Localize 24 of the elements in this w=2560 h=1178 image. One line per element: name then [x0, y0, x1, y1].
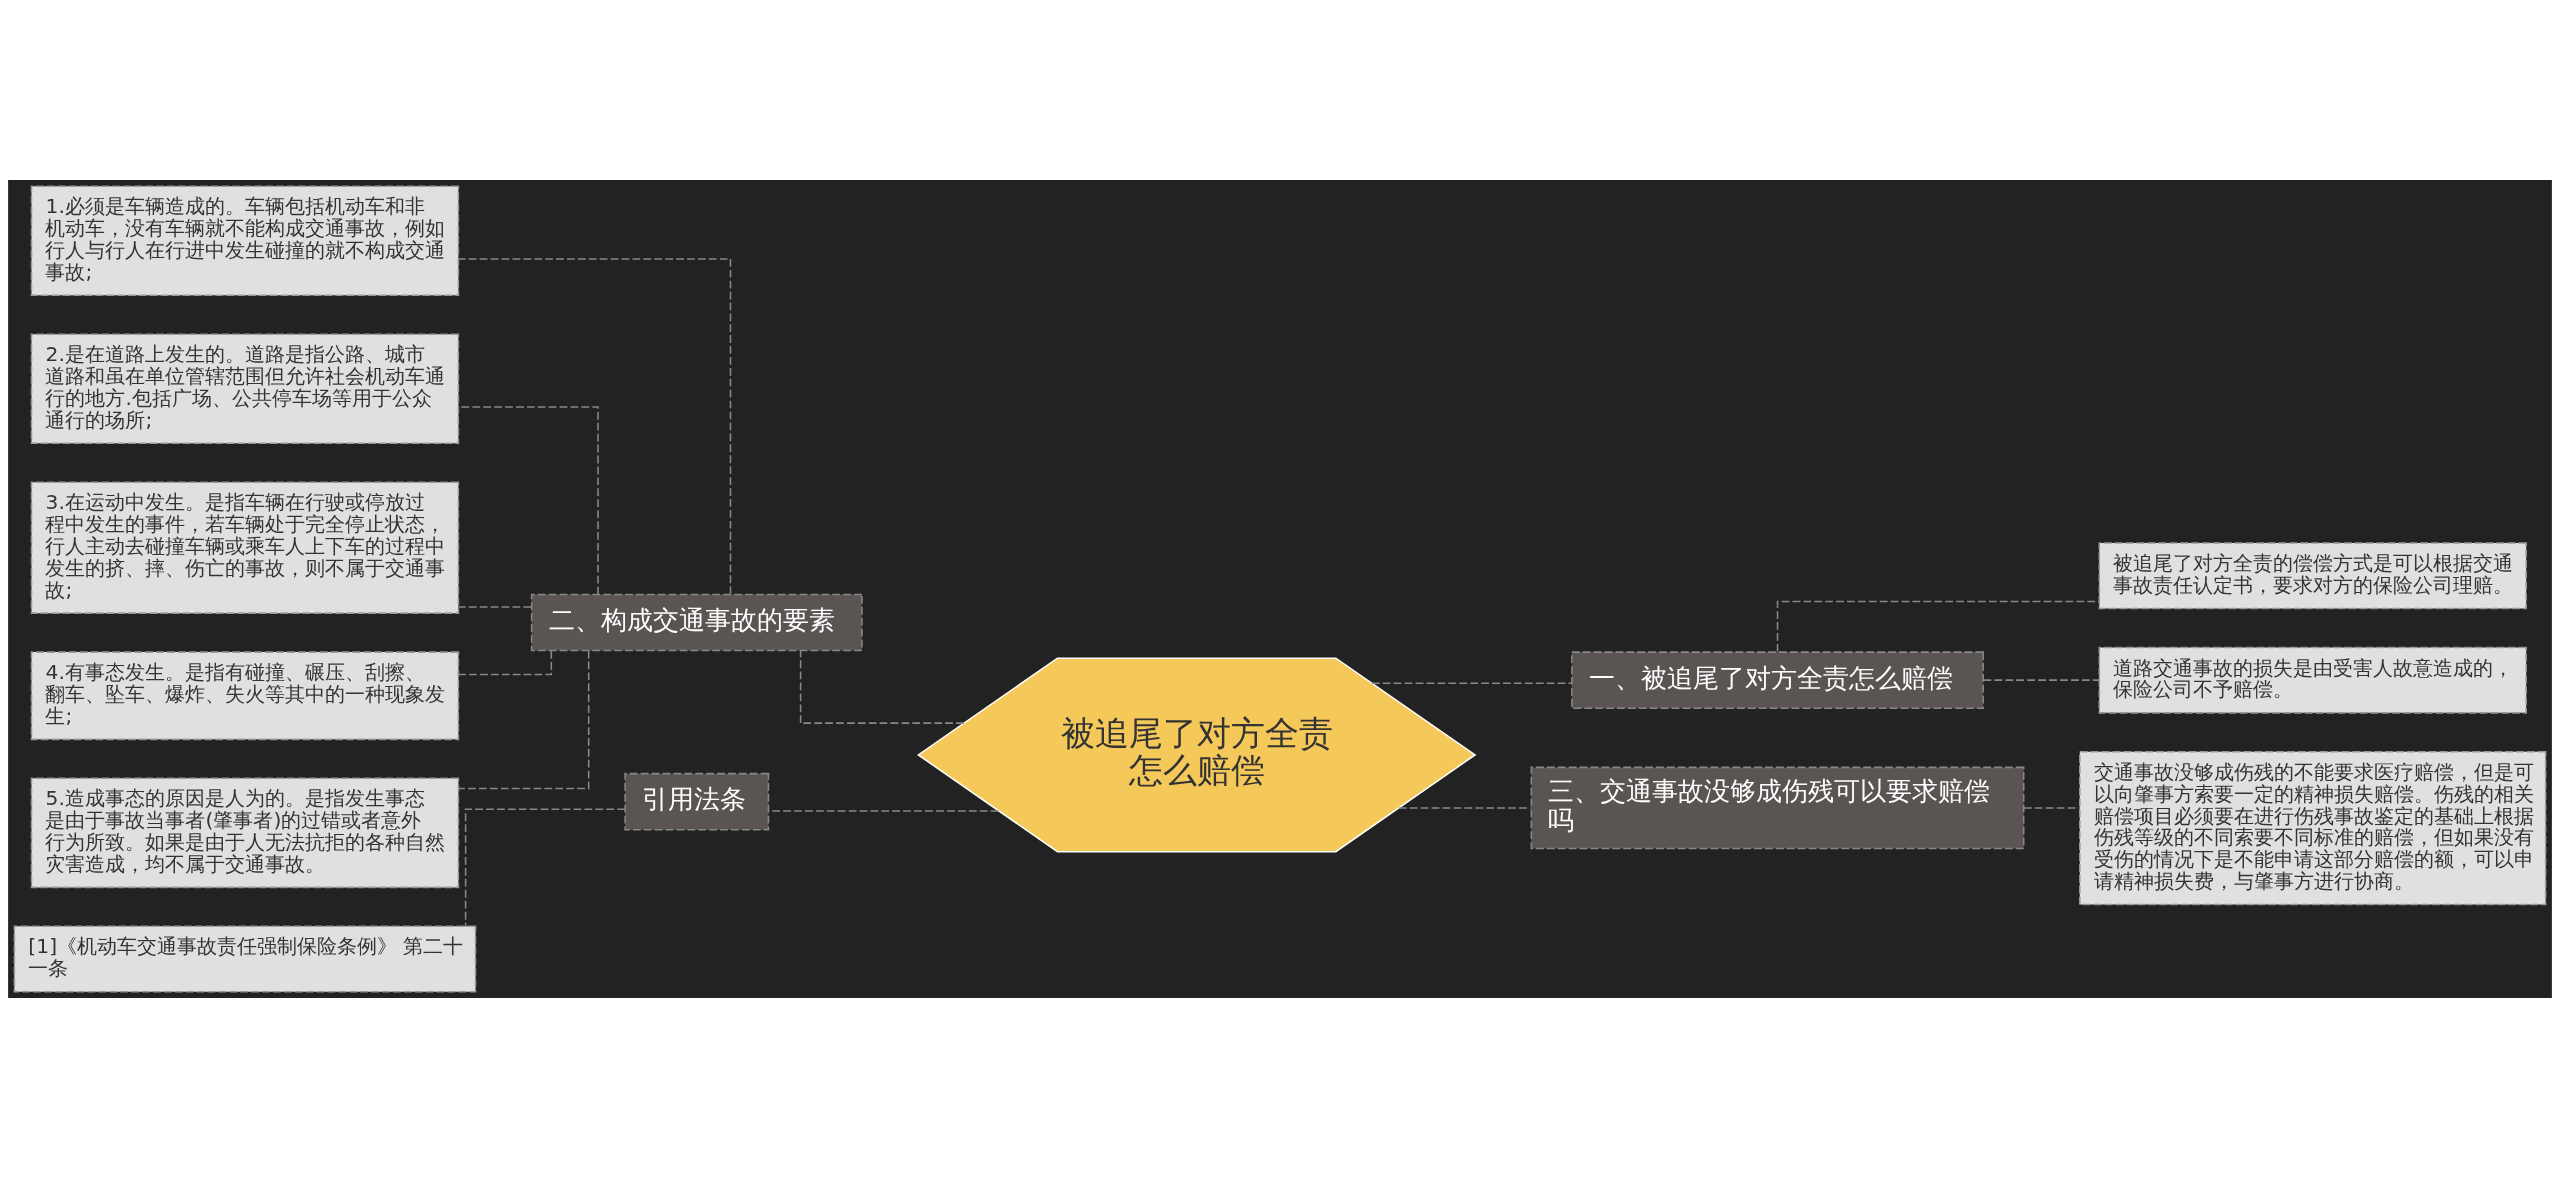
node-box: 三、交通事故没够成伤残可以要求赔偿吗	[1530, 766, 2025, 850]
node-box: 4.有事态发生。是指有碰撞、碾压、刮擦、翻车、坠车、爆炸、失火等其中的一种现象发生;	[30, 651, 460, 741]
connector	[1398, 807, 1532, 809]
connector	[799, 650, 965, 724]
connector	[1982, 679, 2100, 681]
connector	[464, 808, 626, 927]
node-box: 被追尾了对方全责的偿偿方式是可以根据交通事故责任认定书，要求对方的保险公司理赔。	[2098, 542, 2527, 610]
node-box: 5.造成事态的原因是人为的。是指发生事态是由于事故当事者(肇事者)的过错或者意外行为所致。如果是由于人无法抗拒的各种自然灾害造成，均不属于交通事故。	[30, 777, 460, 889]
connector	[457, 650, 553, 676]
node-box: 引用法条	[624, 772, 770, 831]
node-box: 3.在运动中发生。是指车辆在行驶或停放过程中发生的事件，若车辆处于完全停止状态，行人主动去碰撞车辆或乘车人上下车的过程中发生的挤、摔、伤亡的事故，则不属于交通事故;	[30, 481, 460, 614]
node-box: 二、构成交通事故的要素	[530, 593, 863, 652]
node-box: 道路交通事故的损失是由受害人故意造成的，保险公司不予赔偿。	[2098, 646, 2527, 714]
connector	[1776, 600, 2100, 653]
node-box: 一、被追尾了对方全责怎么赔偿	[1571, 651, 1984, 709]
node-box: 交通事故没够成伤残的不能要求医疗赔偿，但是可以向肇事方索要一定的精神损失赔偿。伤残的相关赔偿项目必须要在进行伤残事故鉴定的基础上根据伤残等级的不同索要不同标准的赔偿，但如果没有受伤的情况下是不能申请这部分赔偿的额，可以申请精神损失费，与肇事方进行协商。	[2079, 751, 2547, 906]
connector	[457, 606, 532, 608]
node-box: 1.必须是车辆造成的。车辆包括机动车和非机动车，没有车辆就不能构成交通事故，例如行人与行人在行进中发生碰撞的就不构成交通事故;	[30, 185, 460, 297]
connector	[457, 258, 732, 595]
node-box: 2.是在道路上发生的。道路是指公路、城市道路和虽在单位管辖范围但允许社会机动车通行的地方.包括广场、公共停车场等用于公众通行的场所;	[30, 333, 460, 445]
connector	[2023, 807, 2081, 809]
connector	[457, 649, 590, 790]
node-box: [1]《机动车交通事故责任强制保险条例》 第二十一条	[13, 925, 477, 993]
connector	[1371, 682, 1573, 684]
